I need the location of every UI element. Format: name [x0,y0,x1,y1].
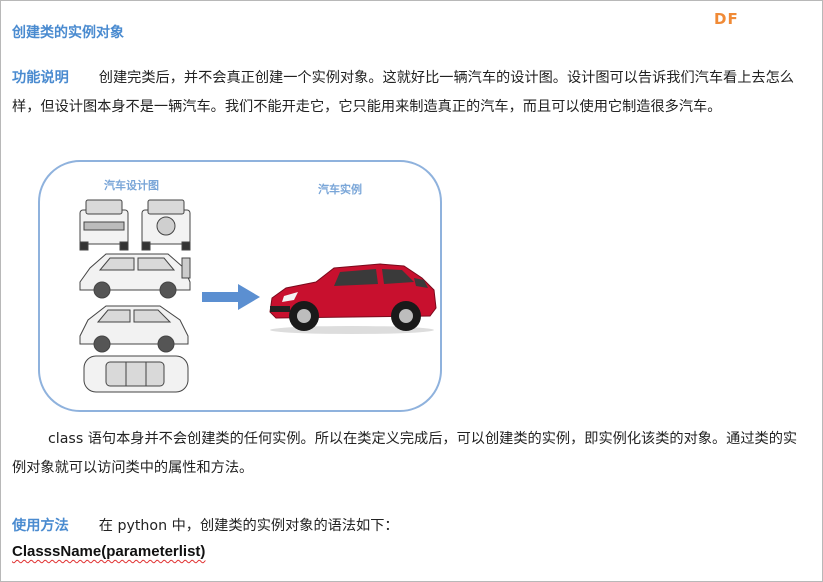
df-logo: DF [714,10,739,28]
blueprint-side-view [79,253,191,299]
usage-label: 使用方法 [12,518,69,534]
blueprint-rear-view [141,199,191,251]
usage-paragraph: 使用方法 在 python 中，创建类的实例对象的语法如下： [12,512,810,541]
usage-text: 在 python 中，创建类的实例对象的语法如下： [98,518,399,534]
intro-label: 功能说明 [12,70,69,86]
blueprint-side-view-2 [79,305,189,353]
arrow-right-icon [202,284,260,310]
blueprint-top-view [83,355,189,393]
explanation-paragraph: class 语句本身并不会创建类的任何实例。所以在类定义完成后，可以创建类的实例… [12,431,798,476]
blueprint-front-view [79,199,129,251]
car-blueprint-image [79,199,191,393]
intro-paragraph: 功能说明创建完类后，并不会真正创建一个实例对象。这就好比一辆汽车的设计图。设计图… [12,64,810,122]
intro-text: 创建完类后，并不会真正创建一个实例对象。这就好比一辆汽车的设计图。设计图可以告诉… [12,70,794,115]
syntax-code: ClasssName(parameterlist) [12,543,206,560]
red-car-image [269,263,437,334]
page-title: 创建类的实例对象 [12,25,124,41]
blueprint-label: 汽车设计图 [104,179,159,192]
instance-label: 汽车实例 [318,183,362,196]
